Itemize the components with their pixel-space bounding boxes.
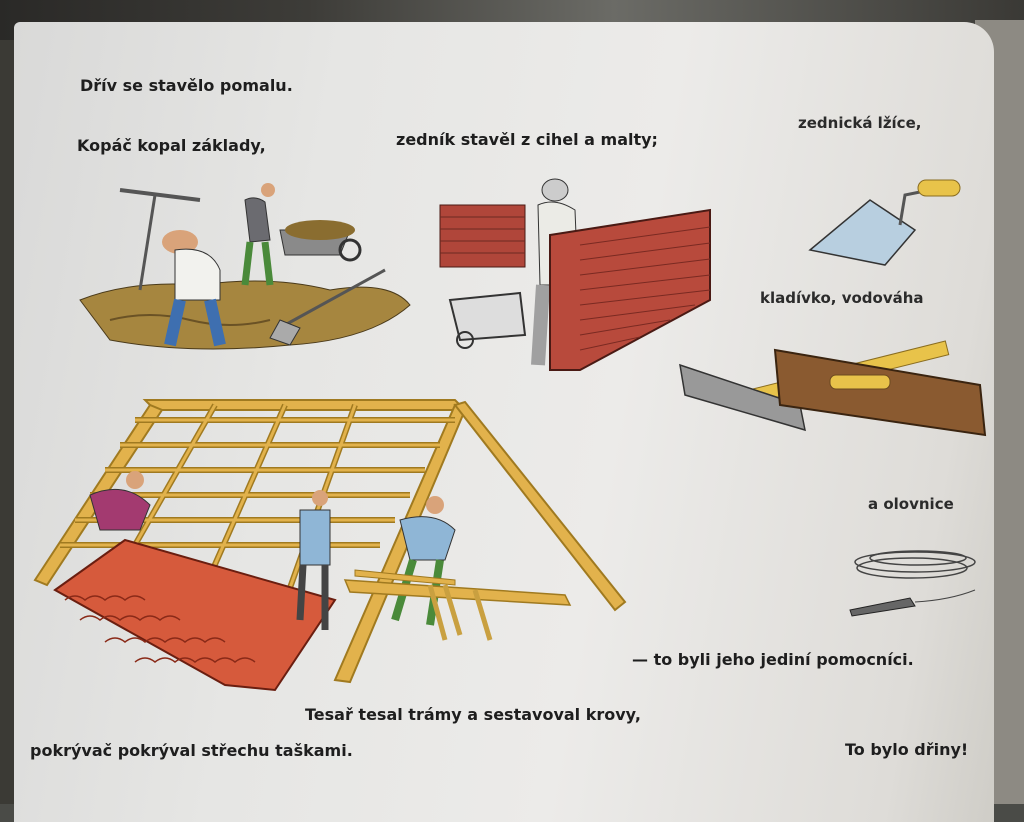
hammer-level-illustration	[679, 340, 987, 437]
mason-caption: zedník stavěl z cihel a malty;	[396, 130, 658, 149]
exclamation-caption: To bylo dřiny!	[845, 740, 969, 759]
roofer-caption: pokrývač pokrýval střechu taškami.	[30, 741, 353, 760]
trowel-caption: zednická lžíce,	[798, 114, 922, 132]
digger-caption: Kopáč kopal základy,	[77, 136, 266, 155]
helpers-caption: — to byli jeho jediní pomocníci.	[632, 650, 914, 669]
intro-text: Dřív se stavělo pomalu.	[80, 76, 293, 95]
plumb-caption: a olovnice	[868, 495, 954, 513]
trowel-illustration	[808, 179, 961, 266]
carpenter-caption: Tesař tesal trámy a sestavoval krovy,	[305, 705, 641, 724]
plumb-line-illustration	[849, 550, 976, 617]
hammer-level-caption: kladívko, vodováha	[760, 289, 924, 307]
mason-illustration	[439, 178, 711, 371]
digger-illustration	[79, 183, 411, 350]
roof-construction-illustration	[33, 399, 627, 692]
